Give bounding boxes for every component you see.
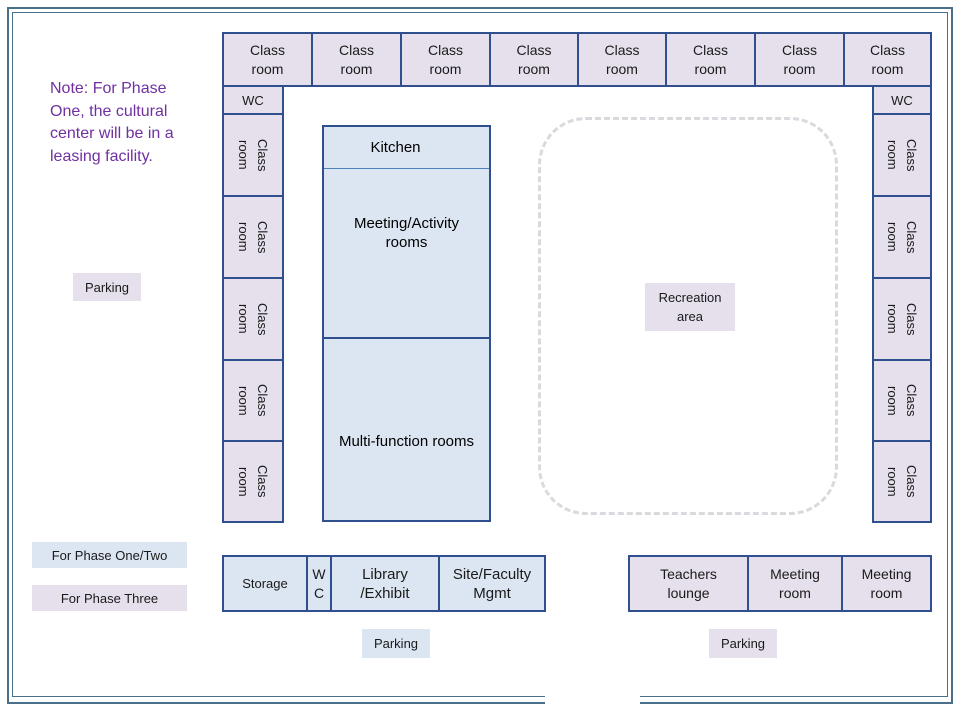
left-classroom: Class room [222,440,284,523]
right-classroom: Class room [872,113,932,197]
recreation-area-boundary [538,117,838,515]
recreation-area-label: Recreation area [645,283,735,331]
left-classroom: Class room [222,195,284,279]
top-classroom: Class room [843,32,932,87]
top-classroom: Class room [754,32,845,87]
top-classroom: Class room [400,32,491,87]
right-classroom: Class room [872,195,932,279]
left-classroom: Class room [222,277,284,361]
left-classroom: Class room [222,113,284,197]
left-classroom: Class room [222,359,284,442]
right-classroom: Class room [872,440,932,523]
parking-bottom-left: Parking [362,629,430,658]
frame-entrance-gap [545,694,640,710]
storage-room: Storage [222,555,308,612]
library-exhibit: Library /Exhibit [330,555,440,612]
parking-left: Parking [73,273,141,301]
inner-frame [12,12,948,697]
right-classroom: Class room [872,277,932,361]
multi-function-rooms: Multi-function rooms [338,433,475,450]
wc-right: WC [872,85,932,115]
meeting-room: Meeting room [747,555,843,612]
parking-bottom-right: Parking [709,629,777,658]
central-building: Kitchen Meeting/Activity rooms Multi-fun… [322,125,491,522]
meeting-activity-rooms: Meeting/Activity rooms [324,170,489,339]
site-faculty-mgmt: Site/Faculty Mgmt [438,555,546,612]
top-classroom: Class room [222,32,313,87]
meeting-room: Meeting room [841,555,932,612]
legend-phase-three: For Phase Three [32,585,187,611]
teachers-lounge: Teachers lounge [628,555,749,612]
legend-phase-one-two: For Phase One/Two [32,542,187,568]
phase-note: Note: For Phase One, the cultural center… [50,80,174,165]
top-classroom: Class room [577,32,667,87]
top-classroom: Class room [311,32,402,87]
top-classroom: Class room [665,32,756,87]
right-classroom: Class room [872,359,932,442]
wc-left: WC [222,85,284,115]
top-classroom: Class room [489,32,579,87]
outer-frame [7,7,953,704]
kitchen: Kitchen [324,127,489,169]
wc-bottom: W C [306,555,332,612]
